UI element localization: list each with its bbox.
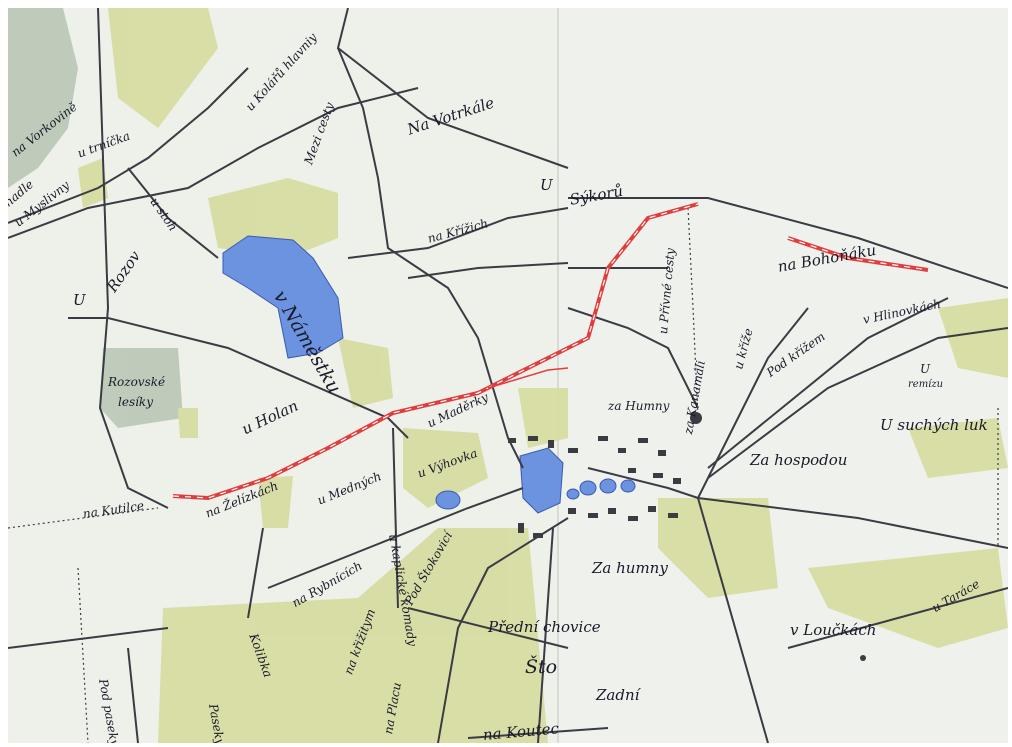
label-za-humny-lower: Za humny <box>592 559 668 577</box>
label-za-hospodou: Za hospodou <box>750 451 848 469</box>
label-u-suchych-luk: U suchých luk <box>880 416 988 434</box>
label-rozovske: Rozovské <box>108 375 166 389</box>
pond-namestek <box>222 235 344 359</box>
dotted-paths <box>8 207 999 743</box>
roads <box>8 8 1008 743</box>
label-u-remizu-2: remízu <box>908 379 944 390</box>
map-drawing <box>8 8 1008 743</box>
railway <box>172 202 929 501</box>
water-bodies <box>222 235 636 514</box>
label-v-louckach: v Loučkách <box>790 621 877 639</box>
small-pond <box>435 490 461 510</box>
label-za-humny: za Humny <box>608 399 670 413</box>
label-u-left: U <box>73 291 86 309</box>
label-predni-chovice: Přední chovice <box>488 618 601 636</box>
label-sto: Što <box>525 656 558 678</box>
meadow-areas <box>8 8 1008 743</box>
label-u-upper: U <box>540 176 553 194</box>
label-u-remizu-1: U <box>920 362 931 376</box>
cadastral-map[interactable]: na Vorkovině hadle u Myslivny u trníčka … <box>8 8 1008 743</box>
label-lesiky: lesíky <box>118 395 153 409</box>
label-zadni: Zadní <box>596 686 640 704</box>
village-buildings <box>508 412 866 661</box>
